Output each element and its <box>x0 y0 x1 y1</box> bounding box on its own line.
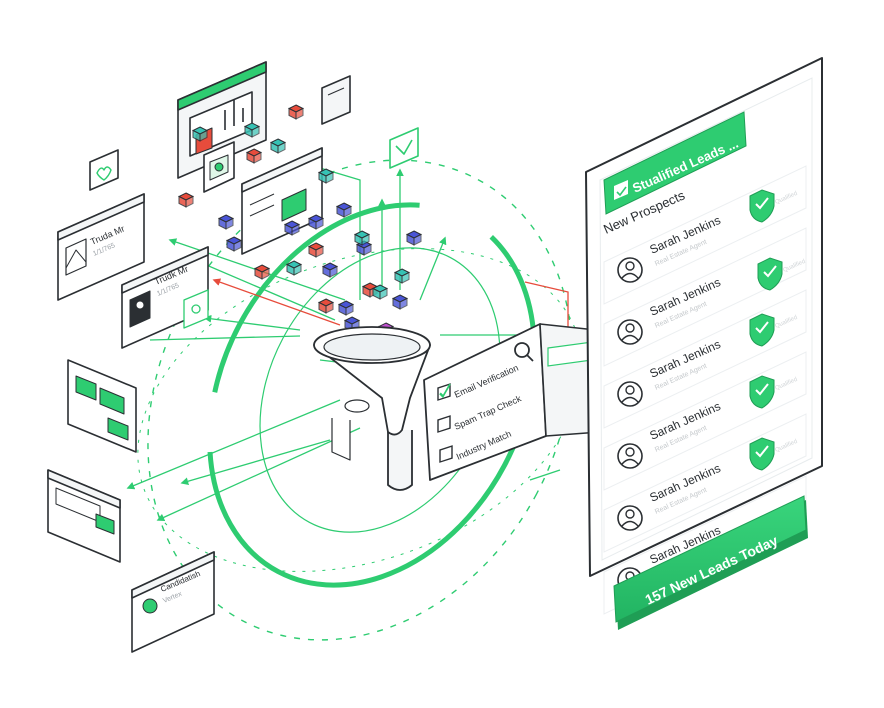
verified-shield-icon: Qualified <box>757 257 806 291</box>
profile-card-a <box>57 193 145 301</box>
avatar <box>617 257 643 283</box>
qualified-icon <box>614 180 628 200</box>
checkbox[interactable] <box>437 415 451 433</box>
data-cube <box>217 214 235 230</box>
data-cube <box>285 260 303 276</box>
avatar <box>617 381 643 407</box>
data-cube <box>317 298 335 314</box>
avatar <box>617 505 643 531</box>
search-icon <box>514 342 534 362</box>
document-tile <box>321 75 351 125</box>
data-cube <box>253 264 271 280</box>
data-cube <box>335 202 353 218</box>
data-cube <box>283 220 301 236</box>
data-cube <box>225 236 243 252</box>
data-cube <box>307 242 325 258</box>
checkbox[interactable] <box>439 445 453 463</box>
profile-card-b <box>121 246 209 349</box>
data-cube <box>269 138 287 154</box>
data-cube <box>337 300 355 316</box>
trend-icon <box>395 139 413 155</box>
dashboard-card <box>177 61 267 179</box>
floating-cards <box>47 61 419 653</box>
heart-icon-tile <box>89 149 119 191</box>
data-cube <box>371 284 389 300</box>
data-cube <box>191 126 209 142</box>
data-cube <box>391 294 409 310</box>
blocks-card <box>67 359 137 453</box>
input-card <box>47 469 121 563</box>
checkmark-icon <box>439 383 451 399</box>
data-cube <box>243 122 261 138</box>
profile-card-c <box>131 551 215 653</box>
data-cube <box>405 230 423 246</box>
data-cube <box>177 192 195 208</box>
avatar <box>617 443 643 469</box>
data-cube <box>317 168 335 184</box>
avatar <box>617 319 643 345</box>
data-cube <box>245 148 263 164</box>
data-cube <box>287 104 305 120</box>
data-cubes <box>177 104 423 378</box>
form-card <box>241 147 323 255</box>
heart-icon <box>96 166 112 181</box>
data-cube <box>321 262 339 278</box>
trend-icon-tile <box>389 127 419 169</box>
contact-tile <box>203 141 235 193</box>
data-cube <box>307 214 325 230</box>
filter-card <box>423 323 601 481</box>
data-cube <box>353 230 371 246</box>
data-cube <box>393 268 411 284</box>
funnel <box>313 326 431 491</box>
